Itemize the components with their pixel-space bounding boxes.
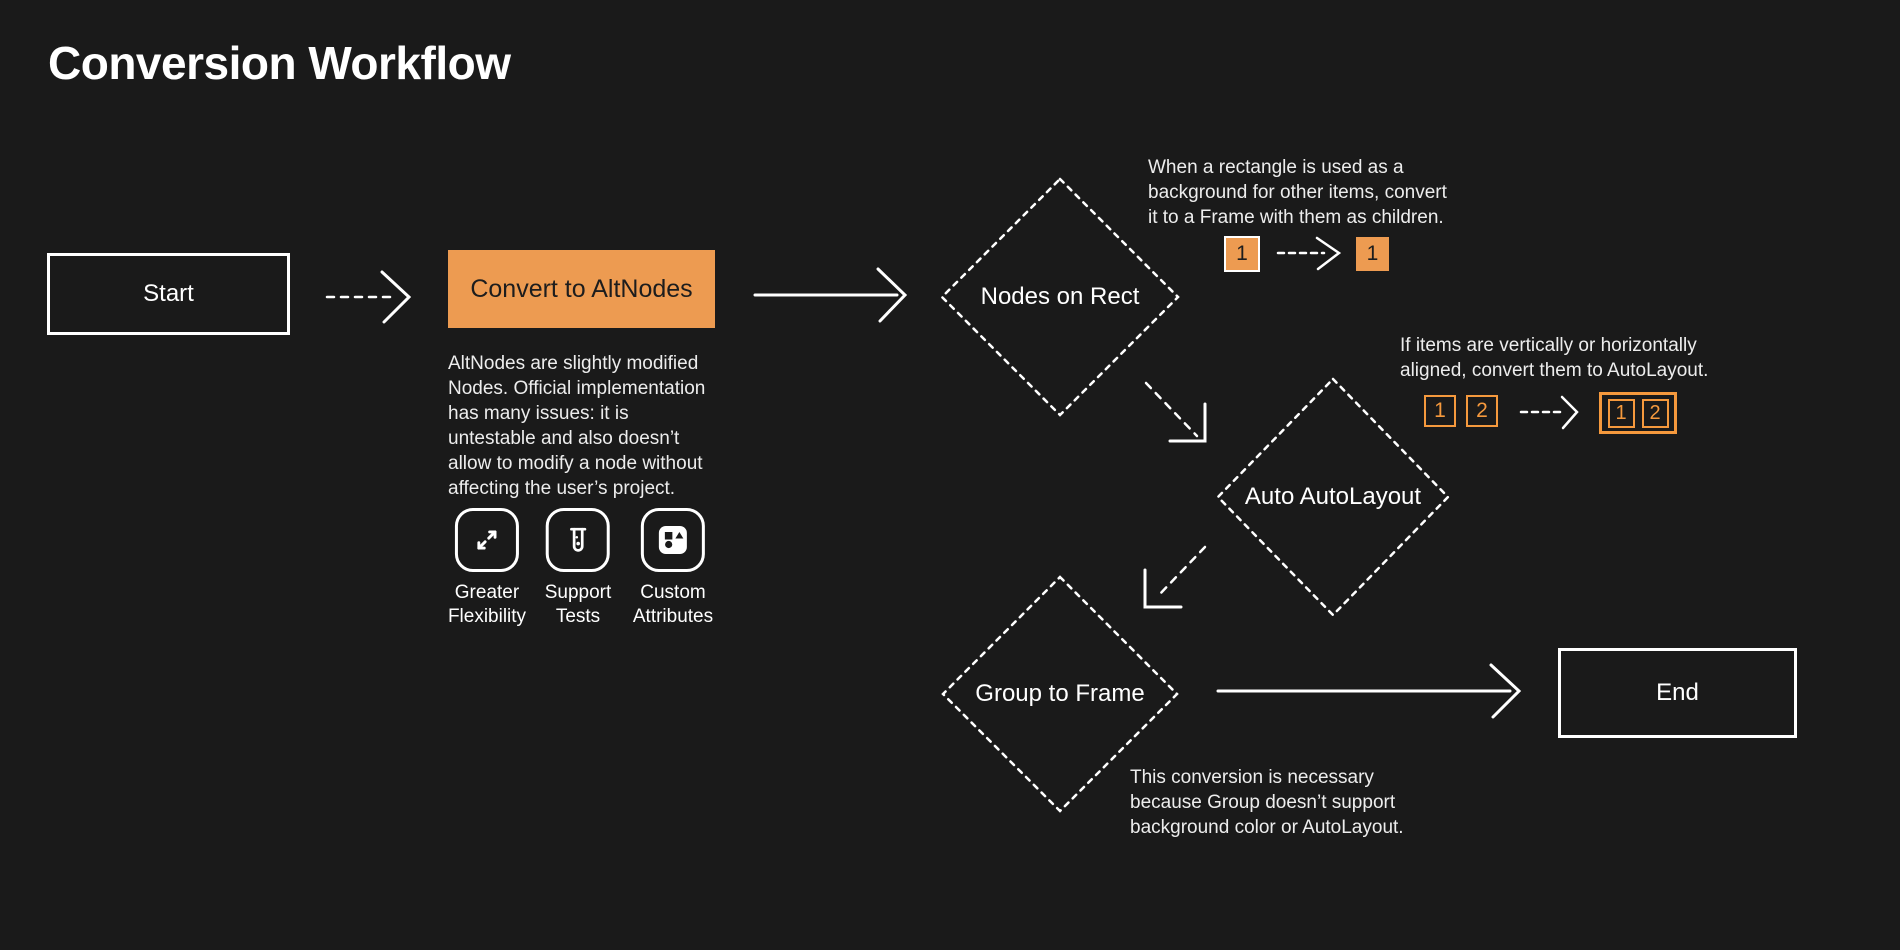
- arrow-auto-to-group-head: [1143, 568, 1183, 609]
- arrow-auto-to-group-line: [1155, 545, 1207, 599]
- arrow-nodes-to-auto-head: [1168, 402, 1207, 443]
- diamond-nodes-on-rect-outline[interactable]: [940, 177, 1180, 417]
- node-group-to-frame[interactable]: Group to Frame: [975, 680, 1145, 707]
- mini-autolayout-result-frame: 1 2: [1599, 392, 1677, 434]
- mini-rect-before-box: 1: [1224, 236, 1260, 272]
- feature-greater-flexibility: Greater Flexibility: [448, 508, 526, 629]
- note-group-to-frame: This conversion is necessary because Gro…: [1130, 767, 1404, 838]
- note-nodes-on-rect: When a rectangle is used as a background…: [1148, 157, 1447, 228]
- mini-frame-after-box: 1: [1356, 237, 1389, 271]
- shapes-icon: [640, 508, 705, 572]
- node-convert-label: Convert to AltNodes: [470, 274, 693, 303]
- expand-icon: [455, 508, 519, 572]
- note-auto-autolayout: If items are vertically or horizontally …: [1400, 335, 1709, 381]
- mini-item-2-box: 2: [1466, 395, 1498, 427]
- arrow-mini-rect-to-frame: [1276, 236, 1342, 271]
- mini-item-1-box: 1: [1424, 395, 1456, 427]
- page-title: Conversion Workflow: [48, 37, 511, 89]
- arrow-mini-items-to-autolayout: [1519, 395, 1579, 430]
- mini-result-item-2-box: 2: [1641, 398, 1669, 428]
- node-convert-to-altnodes[interactable]: Convert to AltNodes: [448, 250, 715, 328]
- node-end-label: End: [1656, 679, 1699, 706]
- convert-description: AltNodes are slightly modified Nodes. Of…: [448, 353, 706, 499]
- arrow-group-to-end-head: [1489, 663, 1522, 719]
- node-start[interactable]: Start: [47, 253, 290, 335]
- node-auto-autolayout[interactable]: Auto AutoLayout: [1244, 483, 1422, 510]
- mini-result-item-1-box: 1: [1607, 398, 1635, 428]
- feature-custom-attributes-label: Custom Attributes: [632, 582, 714, 627]
- arrow-nodes-on-rect-to-auto-autolayout: [1144, 381, 1207, 443]
- arrow-group-to-frame-to-end: [1216, 663, 1522, 719]
- diamond-group-to-frame-outline[interactable]: [941, 575, 1179, 813]
- feature-custom-attributes: Custom Attributes: [633, 508, 713, 629]
- arrow-nodes-to-auto-line: [1144, 381, 1199, 438]
- arrow-mini-items-head: [1560, 395, 1579, 430]
- arrow-auto-autolayout-to-group-to-frame: [1143, 545, 1207, 609]
- test-tube-icon: [545, 508, 610, 572]
- arrow-convert-to-nodes-on-rect-head: [876, 267, 908, 323]
- node-nodes-on-rect[interactable]: Nodes on Rect: [980, 283, 1140, 310]
- feature-support-tests-label: Support Tests: [544, 582, 612, 627]
- feature-greater-flexibility-label: Greater Flexibility: [447, 582, 527, 627]
- arrow-convert-to-nodes-on-rect: [753, 267, 908, 323]
- node-end[interactable]: End: [1558, 648, 1797, 738]
- feature-support-tests: Support Tests: [544, 508, 612, 629]
- arrow-mini-rect-head: [1315, 236, 1342, 271]
- arrow-start-to-convert-head: [380, 270, 412, 324]
- node-start-label: Start: [143, 280, 194, 307]
- diamond-auto-autolayout-outline[interactable]: [1216, 377, 1450, 617]
- arrow-start-to-convert: [325, 270, 412, 324]
